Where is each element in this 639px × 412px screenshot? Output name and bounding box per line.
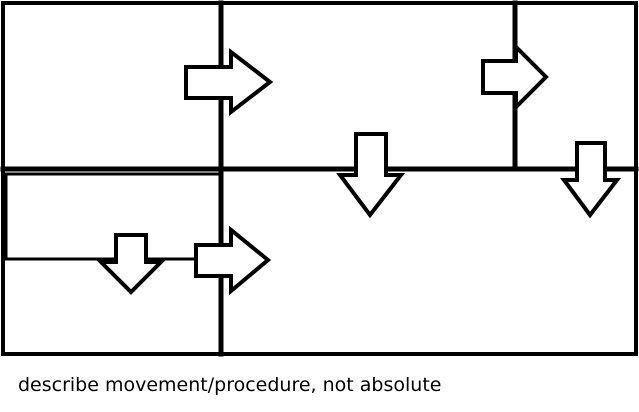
down-arrow-icon	[560, 141, 622, 219]
left-sub-box	[4, 172, 222, 261]
right-arrow-icon	[194, 225, 272, 296]
down-arrow-icon	[96, 233, 166, 295]
diagram-caption: describe movement/procedure, not absolut…	[18, 374, 442, 396]
outer-frame	[1, 1, 638, 356]
right-arrow-icon	[481, 42, 549, 112]
flow-arrows	[96, 42, 622, 296]
right-arrow-icon	[184, 47, 274, 117]
down-arrow-icon	[336, 132, 406, 219]
grid-lines	[0, 0, 639, 357]
